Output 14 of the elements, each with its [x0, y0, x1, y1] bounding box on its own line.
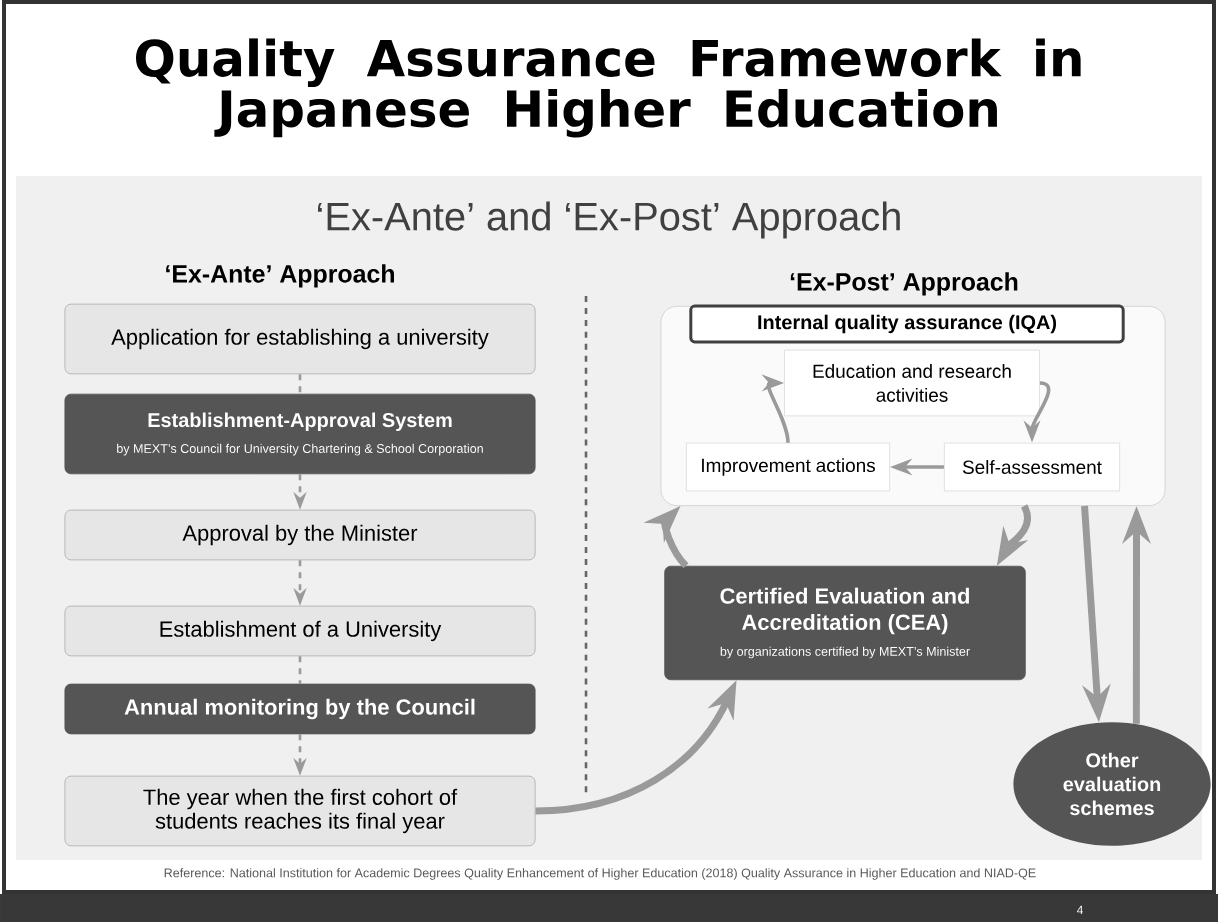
process-box: Establishment of a University: [64, 605, 536, 657]
connector-line: [298, 656, 302, 684]
arrow: [761, 374, 790, 443]
process-box: The year when the first cohort of students reaches its final year: [64, 775, 536, 847]
activity-box: Improvement actions: [686, 442, 891, 492]
subtitle: ‘Ex-Ante’ and ‘Ex-Post’ Approach: [318, 201, 900, 239]
title: Quality Assurance Framework in Japanese Higher Education: [136, 38, 1081, 138]
activity-box: Self-assessment: [943, 442, 1121, 492]
connector-line: [298, 374, 302, 394]
process-box: Application for establishing a university: [64, 303, 536, 375]
process-box: Annual monitoring by the Council: [64, 683, 536, 735]
section-heading: ‘Ex-Post’ Approach: [790, 272, 1018, 296]
activity-box: Education and research activities: [784, 349, 1040, 417]
process-box: Approval by the Minister: [64, 509, 536, 561]
